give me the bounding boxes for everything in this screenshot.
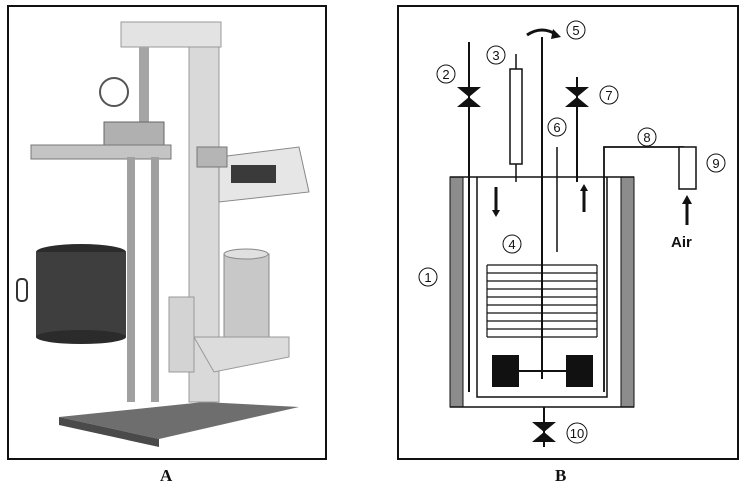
label-6: 6 xyxy=(547,117,567,137)
motor-shaft xyxy=(139,47,149,147)
heating-jacket xyxy=(36,252,126,337)
air-line-8 xyxy=(603,146,684,392)
control-display xyxy=(231,165,276,183)
label-2: 2 xyxy=(436,64,456,84)
steel-vessel xyxy=(223,253,270,345)
label-9: 9 xyxy=(706,153,726,173)
impeller-blade-right xyxy=(566,355,593,387)
reactor-photo-illustration xyxy=(16,21,310,447)
label-10: 10 xyxy=(566,422,588,444)
valve-7-top xyxy=(565,87,589,97)
right-head xyxy=(196,146,228,168)
cooling-coil-4 xyxy=(486,264,598,338)
label-1: 1 xyxy=(418,267,438,287)
pressure-gauge xyxy=(99,77,129,107)
rotation-arrowhead-5 xyxy=(551,29,561,39)
impeller-blade-left xyxy=(492,355,519,387)
label-8: 8 xyxy=(637,127,657,147)
horizontal-arm xyxy=(30,144,172,160)
flowmeter-9 xyxy=(678,146,697,190)
svg-text:8: 8 xyxy=(643,130,650,145)
jacket-wall-right xyxy=(620,176,635,408)
air-arrowhead xyxy=(682,195,692,204)
steel-vessel-rim xyxy=(223,248,269,260)
panel-a-photo xyxy=(7,5,327,460)
panel-b-schematic: 1 2 3 4 5 6 7 8 xyxy=(397,5,739,460)
label-5: 5 xyxy=(566,20,586,40)
flow-arrowhead-up xyxy=(580,184,588,191)
svg-text:2: 2 xyxy=(442,67,449,82)
svg-text:1: 1 xyxy=(424,270,431,285)
support-rod-right xyxy=(151,157,159,402)
inner-vessel xyxy=(476,177,608,398)
label-7: 7 xyxy=(599,85,619,105)
flow-arrowhead-down xyxy=(492,210,500,217)
svg-text:3: 3 xyxy=(492,48,499,63)
svg-text:9: 9 xyxy=(712,156,719,171)
air-label: Air xyxy=(671,234,692,251)
valve-7-bottom xyxy=(565,97,589,107)
base-plate-edge xyxy=(59,417,159,447)
valve-10-bottom xyxy=(532,432,556,442)
top-head xyxy=(120,21,222,48)
valve-2-bottom xyxy=(457,97,481,107)
base-plate xyxy=(59,402,299,439)
thermocouple-3 xyxy=(509,68,523,165)
caption-a: A xyxy=(160,466,173,485)
support-rod-left xyxy=(127,157,135,402)
lift-bracket xyxy=(193,336,290,373)
label-3: 3 xyxy=(486,45,506,65)
svg-text:6: 6 xyxy=(553,120,560,135)
reactor-schematic: 1 2 3 4 5 6 7 8 xyxy=(418,20,726,447)
column-base-block xyxy=(168,296,195,373)
svg-text:10: 10 xyxy=(570,426,584,441)
jacket-handle xyxy=(16,278,28,302)
valve-10-top xyxy=(532,422,556,432)
jacket-wall-left xyxy=(449,176,464,408)
caption-b: B xyxy=(555,466,567,485)
svg-text:5: 5 xyxy=(572,23,579,38)
svg-text:4: 4 xyxy=(508,237,515,252)
reactor-head xyxy=(103,121,165,148)
svg-text:7: 7 xyxy=(605,88,612,103)
valve-2-top xyxy=(457,87,481,97)
heating-jacket-bottom xyxy=(36,330,126,344)
label-4: 4 xyxy=(502,234,522,254)
